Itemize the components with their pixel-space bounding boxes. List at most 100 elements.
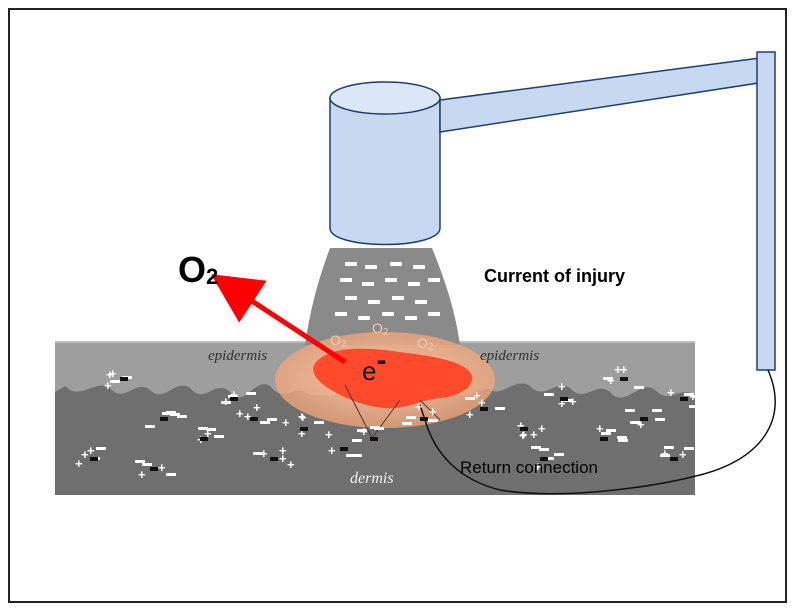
- plus-charge: +: [75, 456, 83, 471]
- minus-charge: [267, 418, 277, 421]
- oxygen-label: O2: [178, 249, 218, 290]
- minus-charge: [625, 409, 635, 412]
- plus-charge: +: [569, 394, 577, 409]
- minus-charge: [539, 448, 549, 451]
- negative-dot: [600, 437, 608, 441]
- minus-charge: [544, 457, 554, 460]
- negative-dot: [90, 457, 98, 461]
- minus-charge: [617, 436, 627, 439]
- minus-charge: [465, 397, 475, 400]
- plus-charge: +: [534, 459, 542, 474]
- plus-charge: +: [558, 379, 566, 394]
- plus-charge: +: [538, 421, 546, 436]
- minus-charge: [110, 380, 120, 383]
- negative-dot: [520, 427, 528, 431]
- plus-charge: +: [260, 446, 268, 461]
- minus-charge: [214, 435, 224, 438]
- electrode-probe-icon: [329, 81, 441, 246]
- minus-charge: [531, 446, 541, 449]
- negative-dot: [230, 397, 238, 401]
- plus-charge: +: [530, 427, 538, 442]
- plus-charge: +: [661, 446, 669, 461]
- minus-charge: [162, 412, 172, 415]
- plus-charge: +: [222, 394, 230, 409]
- negative-dot: [680, 397, 688, 401]
- negative-dot: [620, 377, 628, 381]
- plus-charge: +: [637, 417, 645, 432]
- plus-charge: +: [415, 399, 423, 414]
- plus-charge: +: [519, 428, 527, 443]
- minus-charge: [664, 446, 674, 449]
- plus-charge: +: [158, 460, 166, 475]
- plus-charge: +: [620, 362, 628, 377]
- plus-charge: +: [429, 404, 437, 419]
- minus-charge: [660, 454, 670, 457]
- negative-dot: [560, 397, 568, 401]
- minus-charge: [221, 401, 231, 404]
- negative-dot: [370, 437, 378, 441]
- negative-dot: [670, 457, 678, 461]
- electron-label: e-: [362, 344, 386, 386]
- minus-charge: [170, 413, 180, 416]
- minus-charge: [142, 463, 152, 466]
- plus-charge: +: [558, 396, 566, 411]
- minus-charge: [198, 427, 208, 430]
- plus-charge: +: [244, 409, 252, 424]
- minus-charge: [206, 428, 216, 431]
- plus-charge: +: [517, 418, 525, 433]
- burn-zone: [313, 348, 473, 409]
- plus-charge: +: [478, 395, 486, 410]
- negative-dot: [150, 467, 158, 471]
- plus-charge: +: [667, 385, 675, 400]
- small-oxygen-labels: O2 O2 O2: [330, 320, 434, 353]
- minus-charge: [606, 429, 616, 432]
- plus-charge: +: [253, 400, 261, 415]
- plus-charge: +: [325, 427, 333, 442]
- return-connection-label: Return connection: [460, 458, 598, 477]
- plus-charge: +: [473, 388, 481, 403]
- plus-charge: +: [87, 443, 95, 458]
- plasma-cone: [305, 248, 460, 345]
- plus-charge: +: [230, 387, 238, 402]
- minus-charge: [684, 393, 694, 396]
- negative-dot: [300, 427, 308, 431]
- red-arrow-icon: [211, 274, 347, 365]
- minus-charge: [346, 454, 356, 457]
- plus-charge: +: [279, 451, 287, 466]
- current-of-injury-label: Current of injury: [484, 266, 625, 286]
- epidermis-right-label: epidermis: [480, 348, 539, 364]
- minus-charge: [253, 452, 263, 455]
- minus-charge: [145, 425, 155, 428]
- minus-charge: [630, 421, 640, 424]
- negative-dot: [420, 417, 428, 421]
- minus-charge: [693, 395, 703, 398]
- plus-charge: +: [614, 362, 622, 377]
- negative-dot: [270, 457, 278, 461]
- minus-charge: [166, 473, 176, 476]
- plus-charge: +: [328, 443, 336, 458]
- minus-charge: [652, 409, 662, 412]
- plus-charge: +: [596, 421, 604, 436]
- minus-charge: [544, 393, 554, 396]
- plus-charge: +: [204, 426, 212, 441]
- minus-charge: [352, 439, 362, 442]
- epidermis-left-label: epidermis: [208, 348, 267, 364]
- negative-dot: [540, 457, 548, 461]
- plus-charge: +: [520, 427, 528, 442]
- minus-charge: [495, 407, 505, 410]
- svg-text:O2: O2: [330, 332, 347, 350]
- svg-text:O2: O2: [372, 320, 389, 338]
- probe-arm: [439, 57, 766, 133]
- negative-dot: [480, 407, 488, 411]
- svg-text:O2: O2: [417, 335, 434, 353]
- minus-charge: [618, 439, 628, 442]
- cone-charges: [335, 262, 440, 320]
- plus-charge: +: [298, 426, 306, 441]
- minus-charge: [96, 447, 106, 450]
- minus-charge: [684, 447, 694, 450]
- minus-charge: [374, 427, 384, 430]
- plus-charge: +: [106, 367, 114, 382]
- plus-charge: +: [282, 415, 290, 430]
- negative-dot: [120, 377, 128, 381]
